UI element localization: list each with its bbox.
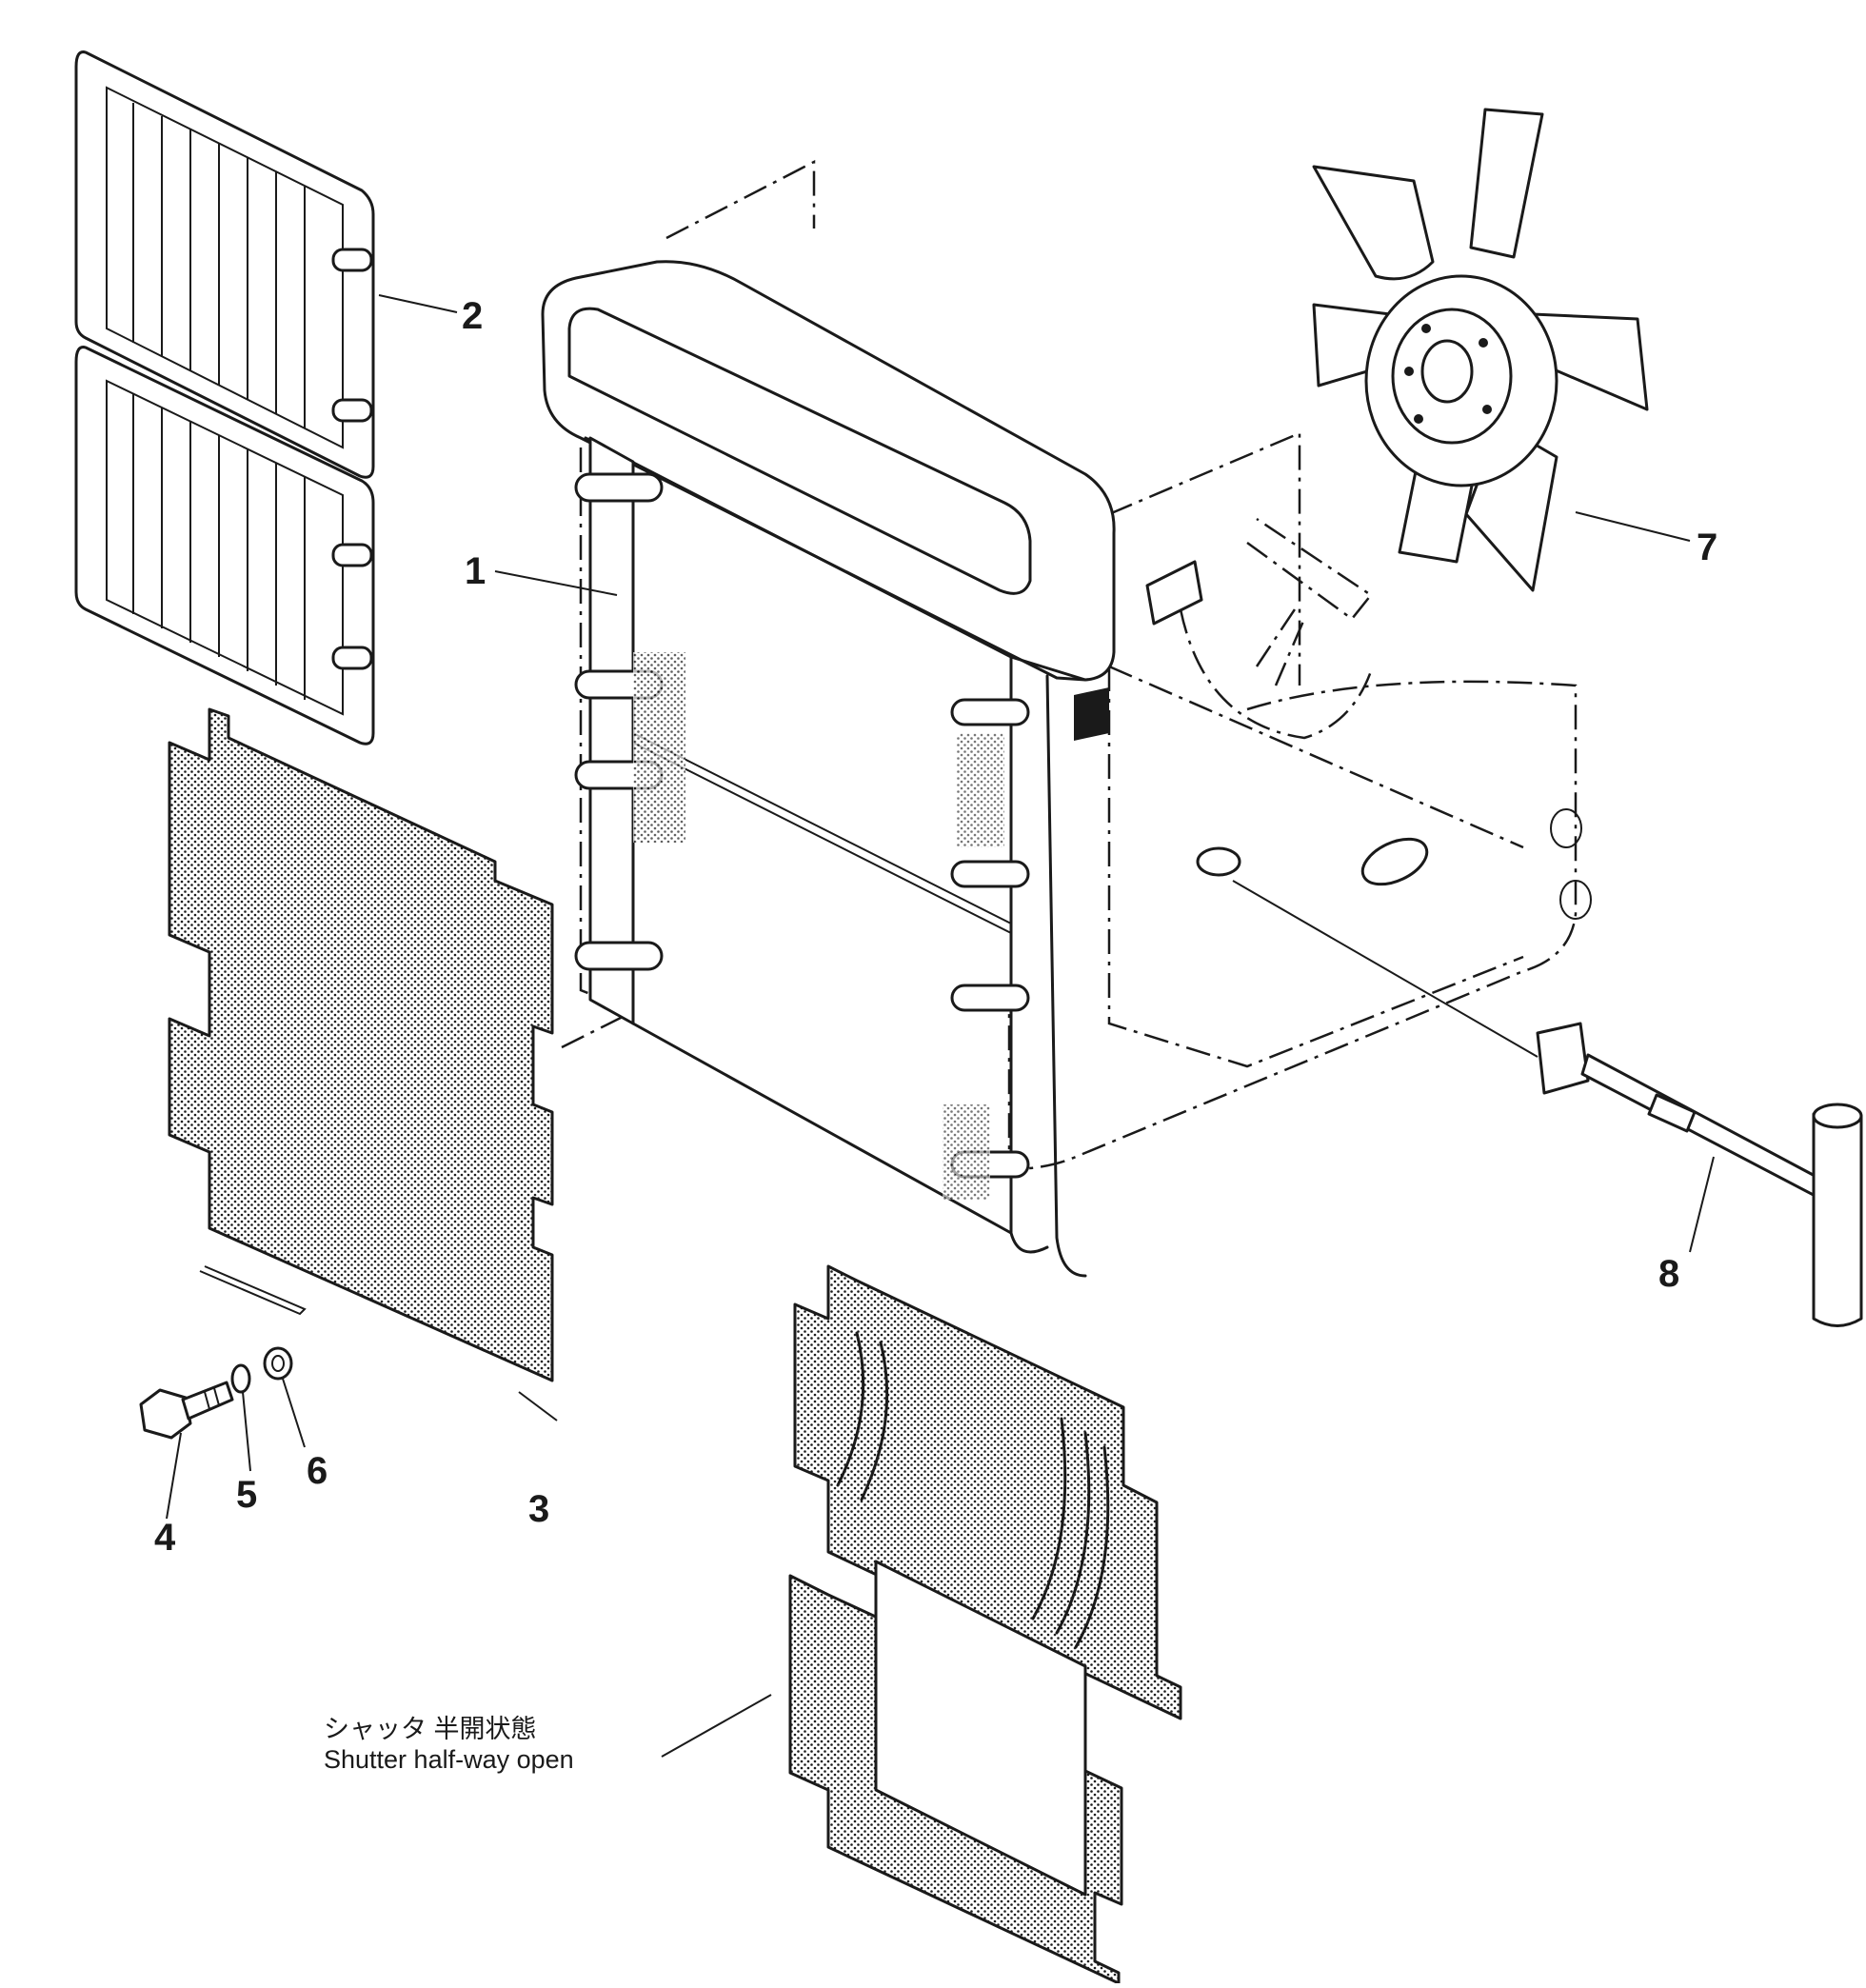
leader-1 [494, 570, 618, 596]
shutter-upper-leaf [793, 1264, 1182, 1720]
screen-bottom-edge [199, 1265, 307, 1316]
callout-8: 8 [1658, 1253, 1680, 1295]
callout-3: 3 [528, 1488, 550, 1530]
leader-8 [1689, 1156, 1715, 1253]
top-tank-window [567, 307, 1032, 595]
fan-blade [1312, 165, 1435, 281]
shutter-half-open [661, 1264, 1182, 1985]
leader-shutter [661, 1694, 772, 1758]
shutter-note-english: Shutter half-way open [324, 1745, 574, 1775]
callout-5: 5 [236, 1474, 258, 1516]
hinge-upper-1 [331, 248, 373, 272]
leader-3 [518, 1391, 558, 1421]
leader-4 [166, 1432, 182, 1520]
washer-6 [263, 1346, 306, 1448]
leader-2 [378, 294, 458, 313]
hinge-lower-1 [331, 543, 373, 567]
callout-2: 2 [462, 295, 484, 337]
t-handle-rod [1232, 880, 1863, 1327]
shutter-note-japanese: シャッタ 半開状態 [324, 1715, 537, 1743]
callout-4: 4 [154, 1517, 176, 1559]
shutter-note: シャッタ 半開状態 Shutter half-way open [324, 1714, 574, 1776]
hinge-lower-2 [331, 646, 373, 670]
leader-6 [282, 1378, 306, 1448]
bolt-4 [139, 1381, 234, 1520]
spring-washer-5 [230, 1363, 251, 1472]
louver-door-lower [74, 346, 375, 746]
leader-7 [1575, 511, 1691, 542]
hinge-upper-2 [331, 398, 373, 423]
callout-1: 1 [465, 550, 486, 592]
radiator-housing [494, 159, 1592, 1278]
louver-door-upper [74, 50, 375, 479]
fan [1312, 108, 1691, 592]
shutter-opening [874, 1560, 1087, 1897]
callout-6: 6 [307, 1450, 328, 1492]
leader-5 [242, 1391, 251, 1472]
callout-7: 7 [1697, 527, 1718, 568]
mesh-screen [168, 707, 554, 1382]
